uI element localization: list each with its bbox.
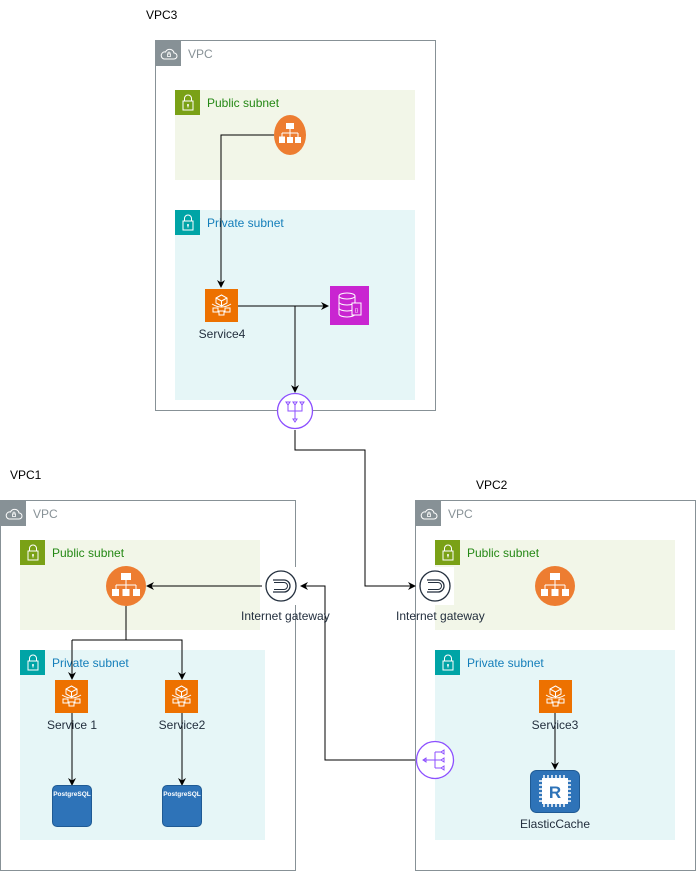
service1-label: Service 1 [46,718,98,732]
padlock-icon [20,540,45,565]
postgresql-icon[interactable]: PostgreSQL [162,785,202,827]
padlock-icon [435,540,460,565]
vpc-label: VPC [188,47,213,61]
public-subnet-label: Public subnet [52,546,125,560]
vpc2-load-balancer-icon[interactable] [535,566,575,606]
vpc1-internet-gateway-icon[interactable] [262,567,300,605]
transit-gateway-icon[interactable] [276,392,314,430]
vpc-cloud-icon [416,501,441,526]
vpc2-internet-gateway-icon[interactable] [416,567,454,605]
elasticache-label: ElasticCache [519,817,591,831]
vpc-cloud-icon [1,501,26,526]
svg-text:{}: {} [355,308,359,314]
service3-label: Service3 [531,718,579,732]
vpc1-title: VPC1 [10,468,42,482]
service3-fargate-icon[interactable] [539,680,572,713]
vpc1-load-balancer-icon[interactable] [106,566,146,606]
service2-fargate-icon[interactable] [165,680,198,713]
vpc2-igw-label: Internet gateway [396,609,485,623]
private-subnet-label: Private subnet [52,656,129,670]
padlock-icon [175,210,200,235]
vpc2-title: VPC2 [476,478,508,492]
service2-label: Service2 [158,718,206,732]
svg-text:R: R [549,783,561,802]
documentdb-icon[interactable]: {} [330,286,369,325]
postgresql-icon[interactable]: PostgreSQL [52,785,92,827]
service4-label: Service4 [198,327,246,341]
service4-fargate-icon[interactable] [205,289,238,322]
vpc-label: VPC [448,507,473,521]
vpc3-load-balancer-icon[interactable] [274,115,306,155]
elasticache-redis-icon[interactable]: R [530,770,580,813]
nat-gateway-icon[interactable] [415,740,455,780]
private-subnet-label: Private subnet [467,656,544,670]
vpc-label: VPC [33,507,58,521]
vpc3-title: VPC3 [146,8,178,22]
vpc1-igw-label: Internet gateway [241,609,330,623]
private-subnet-label: Private subnet [207,216,284,230]
service1-fargate-icon[interactable] [55,680,88,713]
vpc-cloud-icon [156,41,181,66]
public-subnet-label: Public subnet [207,96,280,110]
padlock-icon [175,90,200,115]
public-subnet-label: Public subnet [467,546,540,560]
padlock-icon [435,650,460,675]
padlock-icon [20,650,45,675]
edge-tgw-to-vpc2-igw [294,430,416,590]
